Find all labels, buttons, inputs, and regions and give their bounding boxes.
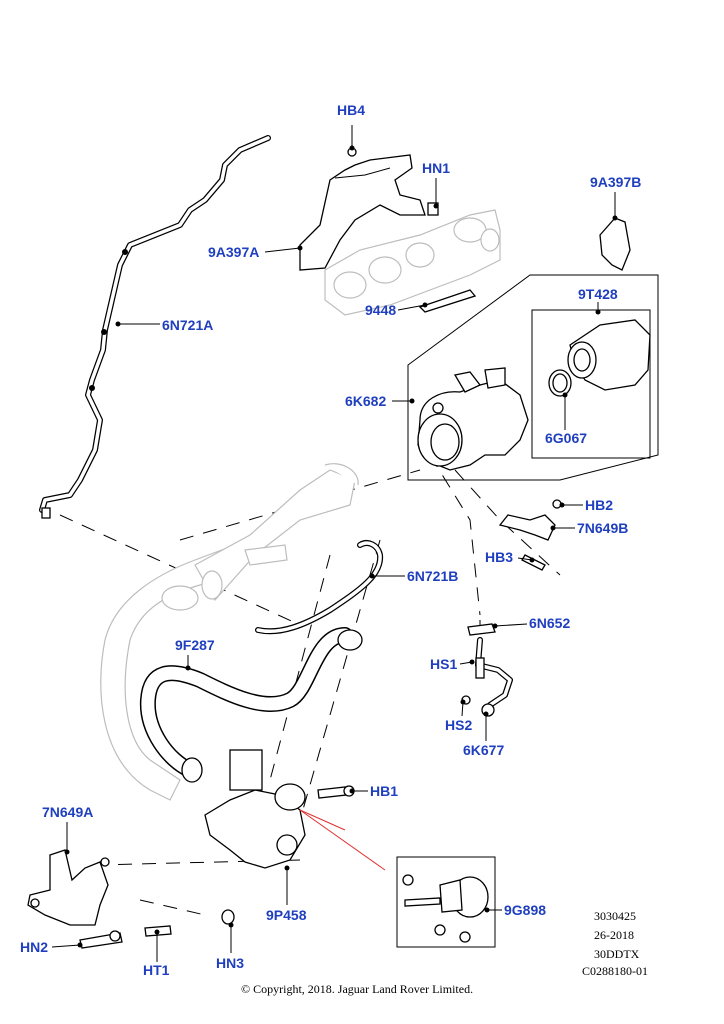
hose-9f287 — [139, 627, 363, 783]
exhaust-downpipe-ghost — [100, 463, 359, 801]
callout-hb1: HB1 — [370, 783, 398, 799]
callout-hb4: HB4 — [337, 102, 365, 118]
callout-7n649a: 7N649A — [42, 804, 93, 820]
callout-6n721b: 6N721B — [407, 568, 458, 584]
callout-9448: 9448 — [365, 302, 396, 318]
callout-6n652: 6N652 — [529, 615, 570, 631]
callout-hs1: HS1 — [430, 656, 457, 672]
reference-line-3: 30DDTX — [594, 947, 640, 961]
callout-hb3: HB3 — [485, 549, 513, 565]
exhaust-manifold-ghost — [324, 209, 501, 316]
callout-hn2: HN2 — [20, 939, 48, 955]
copyright-notice: © Copyright, 2018. Jaguar Land Rover Lim… — [241, 982, 473, 996]
callout-6n721a: 6N721A — [162, 317, 213, 333]
callout-6k677: 6K677 — [463, 742, 504, 758]
turbocharger-6k682 — [407, 274, 659, 481]
callout-9p458: 9P458 — [266, 907, 307, 923]
valve-assembly-9p458 — [204, 749, 355, 869]
heat-shield-9a397b — [599, 217, 631, 271]
oil-feed-pipe-6n721a — [39, 135, 271, 519]
reference-line-4: C0288180-01 — [582, 964, 648, 978]
bracket-7n649a — [27, 849, 235, 949]
callout-leaders — [51, 125, 618, 962]
heat-shield-9a397a — [299, 147, 439, 271]
callout-9g898: 9G898 — [504, 902, 546, 918]
callout-hs2: HS2 — [445, 717, 472, 733]
catalyst-9t428 — [531, 309, 651, 459]
drain-pipe-6n721b — [255, 540, 384, 635]
callout-9a397a: 9A397A — [208, 244, 259, 260]
actuator-detail-9g898 — [299, 809, 496, 948]
reference-line-1: 3030425 — [594, 909, 636, 923]
callout-hn3: HN3 — [216, 955, 244, 971]
reference-block: 3030425 26-2018 30DDTX C0288180-01 — [582, 909, 648, 978]
reference-line-2: 26-2018 — [594, 928, 634, 942]
callout-ht1: HT1 — [143, 962, 170, 978]
callout-hn1: HN1 — [422, 160, 450, 176]
callout-6k682: 6K682 — [345, 393, 386, 409]
callout-9a397b: 9A397B — [590, 174, 641, 190]
oil-return-6k677 — [461, 623, 513, 717]
callout-labels: HB4 HN1 9A397B 9A397A 6N721A 9448 9T428 … — [20, 102, 641, 978]
gasket-9448 — [418, 289, 477, 313]
callout-hb2: HB2 — [585, 497, 613, 513]
callout-7n649b: 7N649B — [577, 520, 628, 536]
callout-9f287: 9F287 — [175, 637, 215, 653]
callout-9t428: 9T428 — [578, 286, 618, 302]
callout-6g067: 6G067 — [545, 430, 587, 446]
